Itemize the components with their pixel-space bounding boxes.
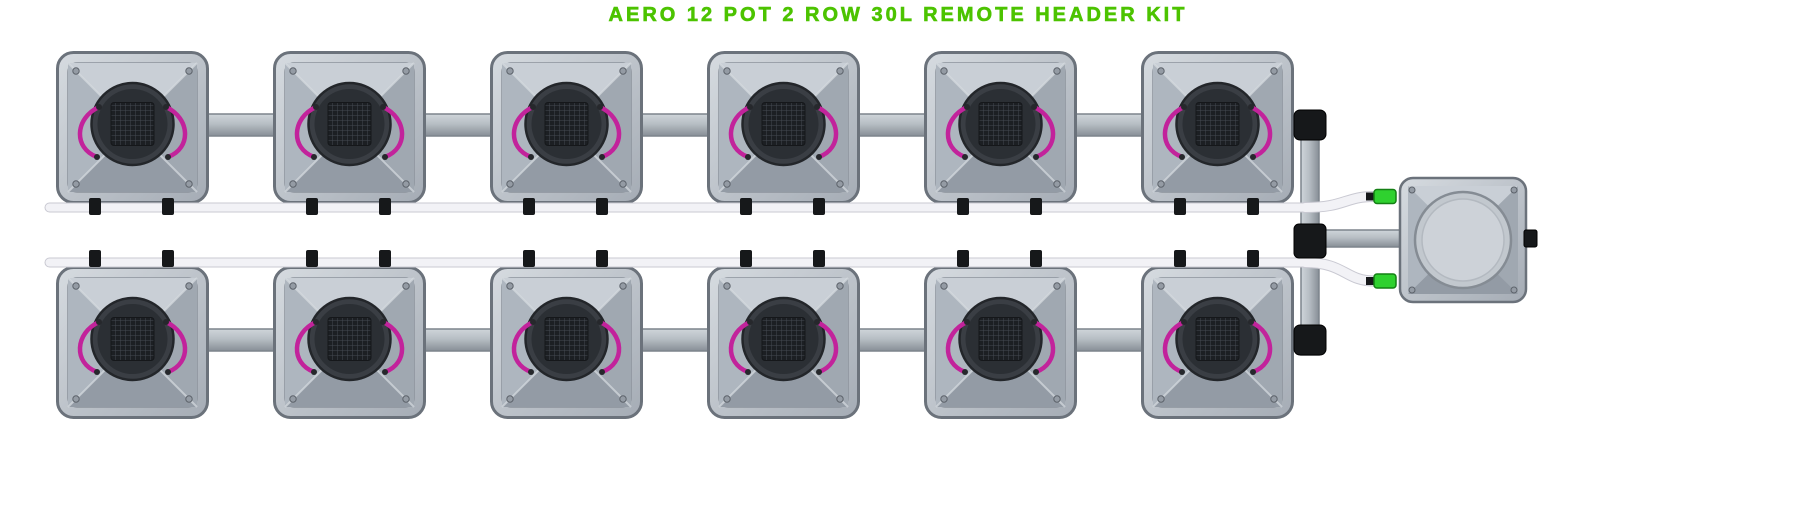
tube-fitting: [89, 198, 101, 215]
tube-fitting: [740, 198, 752, 215]
quick-connect-green-bottom: [1373, 273, 1397, 289]
pot: [275, 268, 425, 418]
tube-fitting: [813, 198, 825, 215]
pot: [709, 268, 859, 418]
tube-fitting: [306, 198, 318, 215]
tube-fitting: [957, 250, 969, 267]
tube-fitting: [1174, 198, 1186, 215]
return-tube-bottom: [44, 257, 1308, 268]
tube-fitting: [740, 250, 752, 267]
pot-grid: [58, 53, 1293, 418]
pot: [1143, 268, 1293, 418]
elbow-fitting-bottom: [1293, 324, 1327, 356]
pot: [58, 268, 208, 418]
tube-fitting: [1030, 250, 1042, 267]
tube-fitting: [89, 250, 101, 267]
return-tube-top: [44, 202, 1308, 213]
pot: [709, 53, 859, 203]
tube-fittings: [89, 198, 1259, 267]
header-outlet: [1523, 229, 1538, 248]
remote-header-assembly: [1366, 176, 1538, 304]
quick-connect-green-top: [1373, 188, 1397, 205]
pot: [1143, 53, 1293, 203]
tube-fitting: [523, 250, 535, 267]
tube-fitting: [523, 198, 535, 215]
tube-fitting: [596, 250, 608, 267]
tube-fitting: [1247, 198, 1259, 215]
tube-fitting: [162, 250, 174, 267]
tube-fitting: [813, 250, 825, 267]
page-title: AERO 12 POT 2 ROW 30L REMOTE HEADER KIT: [608, 4, 1188, 27]
manifold-fittings: [1293, 109, 1327, 356]
pot: [926, 268, 1076, 418]
tube-fitting: [306, 250, 318, 267]
tube-fitting: [1247, 250, 1259, 267]
pot: [926, 53, 1076, 203]
quick-connect-stem-bottom: [1366, 277, 1376, 285]
pot: [492, 268, 642, 418]
tube-fitting: [957, 198, 969, 215]
quick-connect-stem-top: [1366, 192, 1376, 201]
return-tubes: [44, 191, 1380, 287]
tee-fitting: [1293, 223, 1327, 259]
tube-fitting: [1030, 198, 1042, 215]
tube-fitting: [1174, 250, 1186, 267]
tube-fitting: [596, 198, 608, 215]
tube-fitting: [379, 198, 391, 215]
pot: [58, 53, 208, 203]
remote-header-tank: [1398, 176, 1528, 304]
tube-fitting: [162, 198, 174, 215]
pot: [275, 53, 425, 203]
elbow-fitting-top: [1293, 109, 1327, 141]
pot: [492, 53, 642, 203]
header-feed-pipe: [1321, 229, 1405, 248]
tube-fitting: [379, 250, 391, 267]
